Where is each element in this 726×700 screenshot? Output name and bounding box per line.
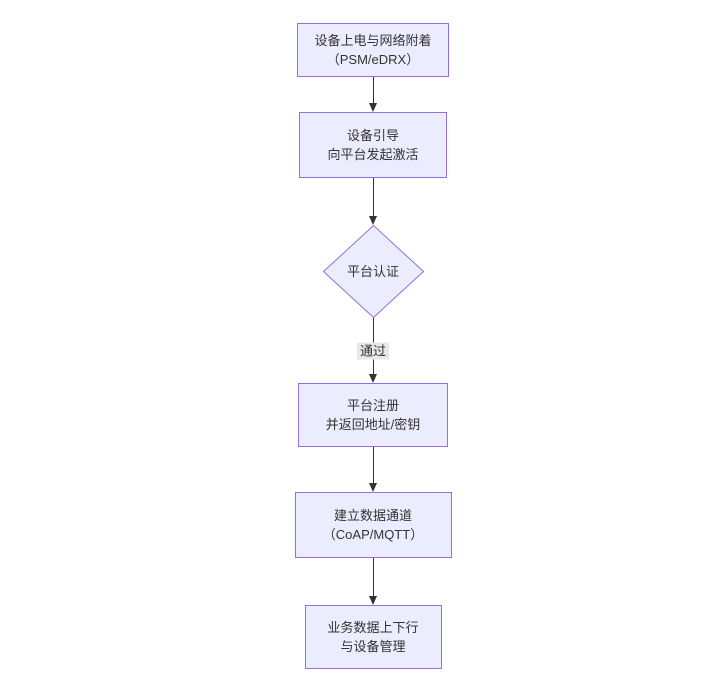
arrowhead-icon: [369, 483, 377, 492]
flow-arrow-1: [364, 77, 382, 112]
flow-arrow-3: 通过: [356, 318, 390, 383]
edge-label-pass: 通过: [356, 342, 390, 359]
node-text-line: 并返回地址/密钥: [325, 417, 421, 432]
arrow-line: [372, 178, 374, 223]
node-text-line: （PSM/eDRX）: [326, 52, 420, 67]
arrowhead-icon: [369, 216, 377, 225]
node-text-line: 设备引导: [346, 128, 399, 143]
node-text-line: 与设备管理: [340, 639, 406, 654]
arrowhead-icon: [369, 596, 377, 605]
flow-node-data-channel: 建立数据通道 （CoAP/MQTT）: [294, 492, 452, 558]
flow-arrow-2: [364, 178, 382, 225]
diamond-shape: [322, 225, 424, 318]
flow-arrow-4: [364, 447, 382, 492]
arrowhead-icon: [369, 374, 377, 383]
flow-node-power-network-attach: 设备上电与网络附着 （PSM/eDRX）: [297, 23, 449, 77]
node-text-line: （CoAP/MQTT）: [322, 527, 424, 542]
flow-node-platform-auth-decision: 平台认证: [322, 225, 424, 318]
node-text-line: 平台认证: [346, 264, 399, 279]
flow-node-device-bootstrap: 设备引导 向平台发起激活: [299, 112, 447, 178]
arrow-line: [372, 447, 374, 490]
arrowhead-icon: [369, 103, 377, 112]
flow-node-business-data-mgmt: 业务数据上下行 与设备管理: [304, 605, 442, 669]
node-text-line: 设备上电与网络附着: [314, 33, 432, 48]
node-text-line: 建立数据通道: [333, 508, 412, 523]
arrow-line: [372, 77, 374, 110]
node-text-line: 向平台发起激活: [327, 147, 419, 162]
flow-node-platform-register: 平台注册 并返回地址/密钥: [298, 383, 448, 447]
node-text-line: 业务数据上下行: [327, 620, 419, 635]
flow-arrow-5: [364, 558, 382, 605]
node-text-line: 平台注册: [346, 398, 399, 413]
arrow-line: [372, 558, 374, 603]
flowchart-column: 设备上电与网络附着 （PSM/eDRX） 设备引导 向平台发起激活 平台认证 通…: [20, 0, 726, 669]
